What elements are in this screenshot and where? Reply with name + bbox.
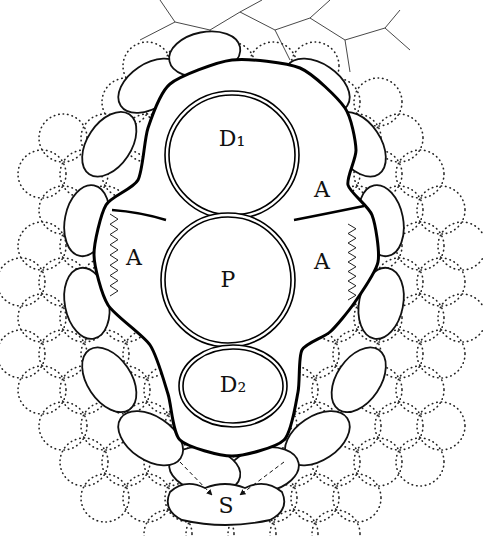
dotted-cell — [417, 258, 465, 306]
subsidiary-cells — [58, 25, 409, 498]
dotted-cell — [0, 258, 45, 306]
cell-node: P — [160, 212, 296, 348]
cell-letter: A — [125, 247, 143, 269]
cell-wall — [240, 0, 330, 30]
dotted-cell — [417, 330, 465, 378]
dashed-arrow — [180, 462, 212, 495]
dotted-cell — [375, 402, 423, 450]
dotted-cell — [39, 330, 87, 378]
dotted-cell — [81, 474, 129, 522]
cell-label: D₁ — [219, 128, 245, 220]
s-cell — [168, 484, 285, 525]
wavy-wall — [348, 224, 356, 300]
cell-wall — [112, 210, 166, 220]
dotted-cell — [396, 150, 444, 198]
cell-label: P — [221, 269, 236, 348]
dotted-cell — [39, 114, 87, 162]
subsidiary-cell — [71, 338, 148, 422]
cell-wall — [294, 206, 364, 220]
dotted-cell — [333, 474, 381, 522]
cell-wall — [310, 10, 400, 40]
dotted-cell — [39, 402, 87, 450]
dotted-cell — [18, 366, 66, 414]
dotted-cell — [18, 294, 66, 342]
cell-label: D₂ — [220, 374, 246, 428]
dotted-cell — [123, 474, 171, 522]
dotted-cell — [18, 222, 66, 270]
cell-wall — [160, 0, 175, 22]
dotted-cell — [354, 438, 402, 486]
dotted-cell — [291, 474, 339, 522]
dotted-cell — [18, 150, 66, 198]
cell-letter: A — [313, 251, 331, 273]
cell-node: D₂ — [178, 344, 288, 428]
dotted-cell — [438, 294, 483, 342]
cell-wall — [385, 28, 410, 50]
dotted-cell — [438, 222, 483, 270]
cell-letter: A — [313, 179, 331, 201]
cell-node: D₁ — [164, 90, 300, 220]
dotted-cell — [0, 330, 45, 378]
cell-wall — [275, 30, 290, 60]
dotted-cell — [417, 186, 465, 234]
subsidiary-cell — [320, 338, 397, 422]
cell-letter: S — [217, 495, 234, 517]
dashed-arrow — [240, 462, 284, 495]
dotted-cells — [0, 42, 483, 536]
cell-outline — [164, 90, 300, 220]
dotted-cell — [396, 438, 444, 486]
dotted-cell — [396, 366, 444, 414]
subsidiary-cell — [71, 102, 148, 186]
cell-wall — [345, 40, 350, 72]
complex-outline — [94, 60, 378, 456]
dotted-cell — [312, 510, 360, 536]
dotted-cell — [417, 402, 465, 450]
wavy-wall — [110, 214, 118, 296]
dotted-cell — [60, 438, 108, 486]
